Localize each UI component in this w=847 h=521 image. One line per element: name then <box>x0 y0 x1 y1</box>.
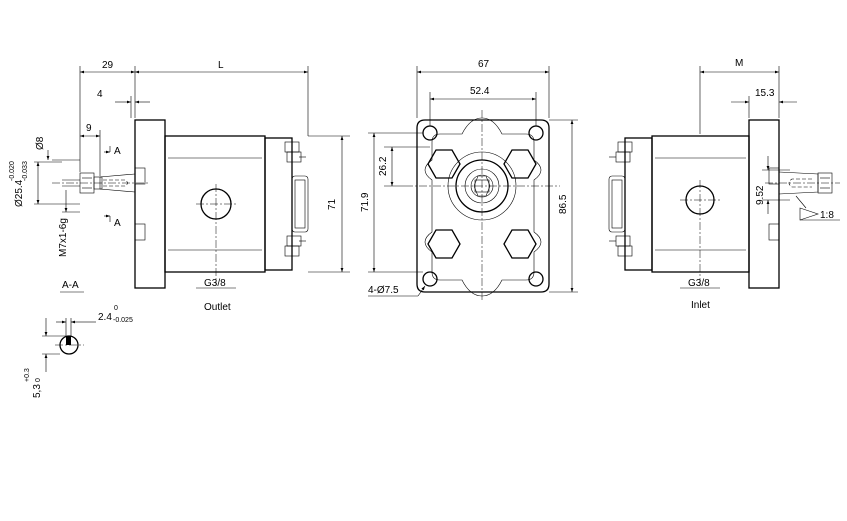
bolt-head-bottom-right <box>609 235 633 257</box>
mounting-flange-left <box>134 119 166 289</box>
key-width-dim: 2.4 <box>98 312 112 323</box>
dim-holes: 4-Ø7.5 <box>368 285 399 296</box>
left-dimensions: 29 L 4 9 Ø8 Ø25.4 -0.020 -0.033 M7x1-6g … <box>9 60 350 313</box>
dim-shaft-tol-lower: -0.033 <box>22 161 29 181</box>
bolt-head-top-right <box>609 141 633 163</box>
key-depth-tol-upper: +0.3 <box>24 368 31 382</box>
right-dimensions: M 15.3 9.52 1:8 G3/8 Inlet <box>680 58 840 311</box>
dim-bolt-52-4: 52.4 <box>470 86 490 97</box>
key-depth-dim: 5,3 <box>32 384 43 398</box>
dim-thread: M7x1-6g <box>58 218 69 257</box>
right-side-view <box>608 119 840 289</box>
key-depth-tol-lower: 0 <box>35 378 42 382</box>
section-mark-bottom: A <box>114 218 121 229</box>
dim-height-71: 71 <box>327 198 338 210</box>
mount-hole-bl <box>422 271 438 287</box>
mount-hole-tl <box>422 125 438 141</box>
left-side-view: A A <box>52 119 309 289</box>
front-dimensions: 67 52.4 26.2 71.9 86.5 4-Ø7.5 <box>360 59 578 297</box>
drive-shaft-right <box>765 171 840 195</box>
section-mark-top: A <box>114 146 121 157</box>
pump-body-right <box>651 135 750 273</box>
bolt-tl <box>427 149 461 179</box>
drive-shaft-left <box>52 172 150 194</box>
dim-9-52: 9.52 <box>755 185 766 205</box>
dim-shaft-length: 29 <box>102 60 114 71</box>
section-a-a: A-A 2.4 0 -0.025 5,3 +0.3 0 <box>24 280 133 398</box>
dim-width-67: 67 <box>478 59 490 70</box>
rear-cover-left <box>264 137 293 271</box>
dim-height-71-9: 71.9 <box>360 192 371 212</box>
mount-hole-tr <box>528 125 544 141</box>
inlet-label: Inlet <box>691 300 710 311</box>
front-view <box>405 110 560 302</box>
dim-pilot-diameter: Ø8 <box>35 136 46 150</box>
dim-m: M <box>735 58 743 69</box>
bolt-tr <box>503 149 537 179</box>
bolt-br <box>503 229 537 259</box>
dim-port-26-2: 26.2 <box>378 156 389 176</box>
dim-body-length: L <box>218 60 224 71</box>
dim-taper: 1:8 <box>820 210 834 221</box>
dim-key-length: 9 <box>86 123 92 134</box>
section-title: A-A <box>62 280 79 291</box>
dim-15-3: 15.3 <box>755 88 775 99</box>
bolt-bl <box>427 229 461 259</box>
key-width-tol-lower: -0.025 <box>113 317 133 324</box>
taper-symbol <box>799 207 819 221</box>
bolt-head-top-left <box>284 141 306 163</box>
key-width-tol-upper: 0 <box>114 305 118 312</box>
mount-hole-br <box>528 271 544 287</box>
rear-cover-right <box>624 137 653 271</box>
flange-plate <box>416 119 550 293</box>
outlet-label: Outlet <box>204 302 231 313</box>
bolt-head-bottom-left <box>284 235 306 257</box>
dim-pilot: 4 <box>97 89 103 100</box>
inlet-port-size: G3/8 <box>688 278 710 289</box>
dim-shaft-tol-upper: -0.020 <box>9 161 16 181</box>
outlet-port-size: G3/8 <box>204 278 226 289</box>
dim-shaft-diameter: Ø25.4 <box>14 179 25 207</box>
dim-height-86-5: 86.5 <box>558 194 569 214</box>
